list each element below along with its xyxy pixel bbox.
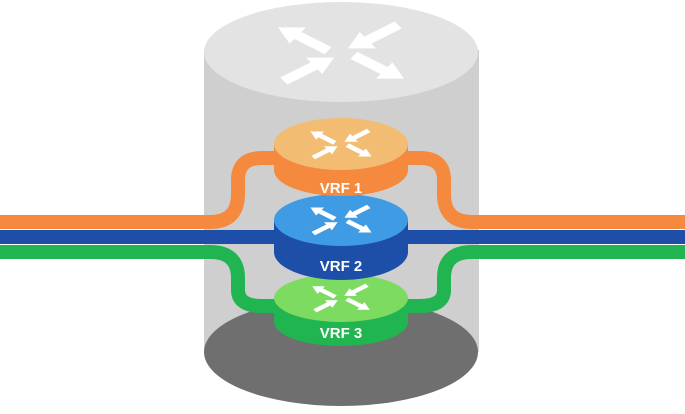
vrf-1-router: VRF 1 [274, 118, 408, 197]
vrf-2-disk-top [274, 194, 408, 246]
router-base [204, 298, 478, 406]
vrf-3-label: VRF 3 [320, 325, 363, 342]
vrf-2-label: VRF 2 [320, 258, 363, 275]
vrf-1-label: VRF 1 [320, 180, 363, 197]
vrf-2-router: VRF 2 [274, 194, 408, 280]
vrf-3-disk-top [274, 274, 408, 322]
vrf-1-disk-top [274, 118, 408, 170]
vrf-3-router: VRF 3 [274, 274, 408, 346]
router-top [204, 2, 478, 102]
